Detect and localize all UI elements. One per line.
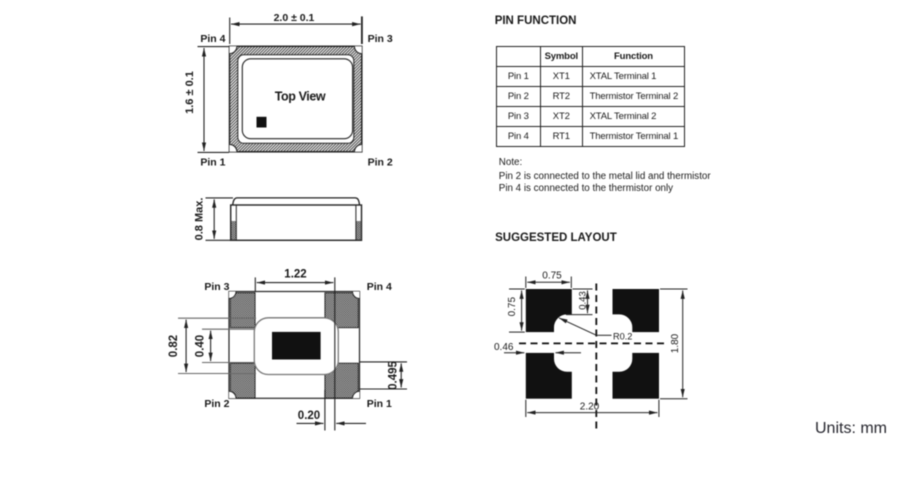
svg-text:Pin 3: Pin 3 [368,33,393,45]
svg-text:1.6 ± 0.1: 1.6 ± 0.1 [184,71,196,114]
svg-text:0.40: 0.40 [195,335,207,357]
svg-text:1.80: 1.80 [670,333,681,353]
svg-text:Pin 2: Pin 2 [204,398,229,410]
svg-text:0.75: 0.75 [542,271,562,282]
svg-text:Pin 3: Pin 3 [204,281,229,293]
svg-text:Pin 1: Pin 1 [367,398,392,410]
svg-text:Top View: Top View [275,89,326,103]
svg-text:0.82: 0.82 [168,335,180,357]
svg-text:R0.2: R0.2 [613,331,632,341]
svg-text:2.0 ± 0.1: 2.0 ± 0.1 [274,12,315,24]
svg-text:0.43: 0.43 [578,291,589,310]
svg-text:2.20: 2.20 [580,402,600,413]
svg-text:0.75: 0.75 [507,297,518,317]
svg-text:Pin 4: Pin 4 [200,33,225,45]
svg-text:0.8 Max.: 0.8 Max. [194,198,206,241]
svg-text:Pin 4: Pin 4 [367,281,392,293]
svg-text:1.22: 1.22 [284,269,306,281]
svg-text:Pin 1: Pin 1 [200,157,225,169]
svg-text:0.495: 0.495 [388,361,400,390]
svg-text:Pin 2: Pin 2 [368,157,393,169]
svg-text:0.20: 0.20 [298,410,320,422]
svg-text:0.46: 0.46 [494,342,514,353]
